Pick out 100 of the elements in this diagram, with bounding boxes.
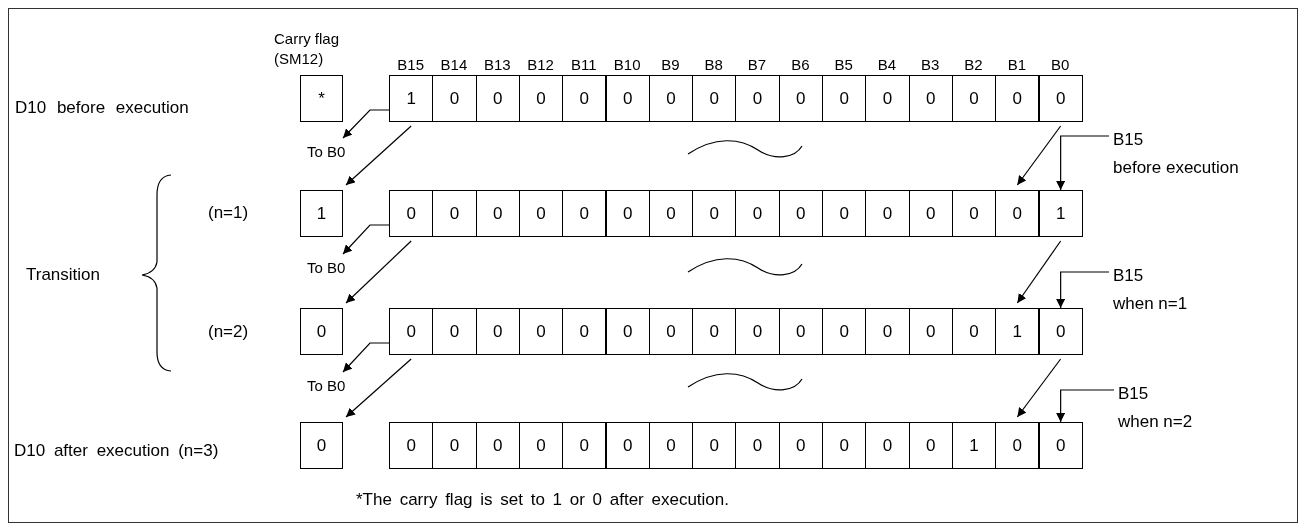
bit-cell: 0 [432, 190, 477, 237]
bit-number: B11 [570, 55, 598, 75]
bit-cell: 0 [432, 75, 477, 122]
bit-cell: 0 [951, 308, 997, 355]
footnote: *The carry flag is set to 1 or 0 after execution. [356, 490, 729, 510]
bit-cell: 0 [908, 308, 953, 355]
bit-cell: 0 [822, 308, 867, 355]
bit-cell: 0 [778, 422, 823, 469]
arrow [345, 358, 412, 418]
arrow [345, 240, 412, 304]
bit-cell: 0 [951, 190, 997, 237]
bit-cell: 0 [995, 190, 1040, 237]
bit-cell: 0 [822, 75, 867, 122]
arrow [345, 125, 412, 186]
to-b0-note: To B0 [307, 258, 346, 278]
to-b0-note: To B0 [307, 376, 346, 396]
bit-cell: 0 [778, 190, 823, 237]
bit-cell: 0 [605, 190, 650, 237]
arrow [342, 342, 390, 373]
carry-flag-box: * [300, 75, 343, 122]
bit-number: B7 [746, 55, 768, 75]
bit-cell: 0 [865, 75, 910, 122]
bit-cell: 0 [908, 422, 953, 469]
bit-cell: 0 [648, 75, 694, 122]
bit-cell: 0 [475, 308, 520, 355]
bit-cell: 0 [648, 190, 694, 237]
bit-cell: 0 [865, 190, 910, 237]
bit-cell: 0 [562, 422, 607, 469]
group-label: Transition [26, 265, 100, 285]
bit-cell: 0 [518, 75, 564, 122]
bit-cell: 0 [865, 308, 910, 355]
bit-cell: 0 [648, 422, 694, 469]
bit-cell: 0 [475, 422, 520, 469]
bit-cell: 0 [692, 190, 737, 237]
arrow [1016, 358, 1062, 418]
callout-label: B15 before execution [1113, 126, 1239, 182]
bit-cell: 0 [562, 75, 607, 122]
callout-label: B15 when n=1 [1113, 262, 1188, 318]
carry-flag-box: 1 [300, 190, 343, 237]
leader-line [1056, 135, 1110, 191]
bit-cell: 1 [995, 308, 1040, 355]
bit-cell: 0 [735, 190, 780, 237]
bit-cell: 0 [778, 308, 823, 355]
bit-cell: 0 [735, 308, 780, 355]
bit-number: B10 [613, 55, 642, 75]
bit-cell: 0 [995, 75, 1040, 122]
bit-cell: 0 [389, 422, 434, 469]
register-label: Carry flag (SM12) [274, 29, 341, 69]
bit-cell: 0 [692, 308, 737, 355]
to-b0-note: To B0 [307, 142, 346, 162]
bit-cell: 0 [692, 422, 737, 469]
bit-cell: 0 [648, 308, 694, 355]
bit-cell: 0 [562, 308, 607, 355]
row-label: D10 before execution [15, 98, 189, 118]
bit-cell: 1 [389, 75, 434, 122]
bit-cell: 0 [475, 75, 520, 122]
bit-number: B0 [1049, 55, 1071, 75]
bit-cell: 0 [562, 190, 607, 237]
callout-label: B15 when n=2 [1118, 380, 1193, 436]
bit-cell: 0 [995, 422, 1040, 469]
bit-cell: 0 [735, 75, 780, 122]
bit-cell: 0 [389, 308, 434, 355]
bit-number: B8 [703, 55, 724, 75]
bit-number: B12 [526, 55, 555, 75]
bit-cell: 0 [692, 75, 737, 122]
bit-cell: 0 [518, 422, 564, 469]
bit-cell: 0 [475, 190, 520, 237]
bit-cell: 0 [432, 308, 477, 355]
bit-number: B3 [920, 55, 941, 75]
leader-line [1056, 389, 1115, 423]
carry-flag-box: 0 [300, 422, 343, 469]
row-label: (n=1) [208, 203, 249, 223]
bit-cell: 0 [822, 422, 867, 469]
arrow [1016, 240, 1062, 304]
bit-number: B1 [1006, 55, 1027, 75]
bit-cell: 0 [1038, 308, 1083, 355]
bit-cell: 0 [822, 190, 867, 237]
arrow [342, 109, 390, 139]
row-label: D10 after execution (n=3) [14, 441, 219, 461]
bit-cell: 1 [951, 422, 997, 469]
arrow [342, 224, 390, 255]
bit-cell: 0 [735, 422, 780, 469]
bit-number: B5 [833, 55, 854, 75]
bit-cell: 0 [432, 422, 477, 469]
bit-cell: 0 [518, 308, 564, 355]
bit-number: B9 [660, 55, 681, 75]
bit-cell: 0 [908, 75, 953, 122]
leader-line [1056, 271, 1110, 309]
bit-cell: 0 [605, 75, 650, 122]
bit-cell: 0 [865, 422, 910, 469]
bit-cell: 0 [908, 190, 953, 237]
bit-number: B6 [790, 55, 811, 75]
bit-cell: 0 [951, 75, 997, 122]
bit-cell: 0 [1038, 75, 1083, 122]
bit-cell: 0 [778, 75, 823, 122]
bit-cell: 0 [605, 308, 650, 355]
bit-cell: 0 [1038, 422, 1083, 469]
bit-number: B15 [396, 55, 425, 75]
bit-cell: 0 [605, 422, 650, 469]
row-label: (n=2) [208, 322, 249, 342]
